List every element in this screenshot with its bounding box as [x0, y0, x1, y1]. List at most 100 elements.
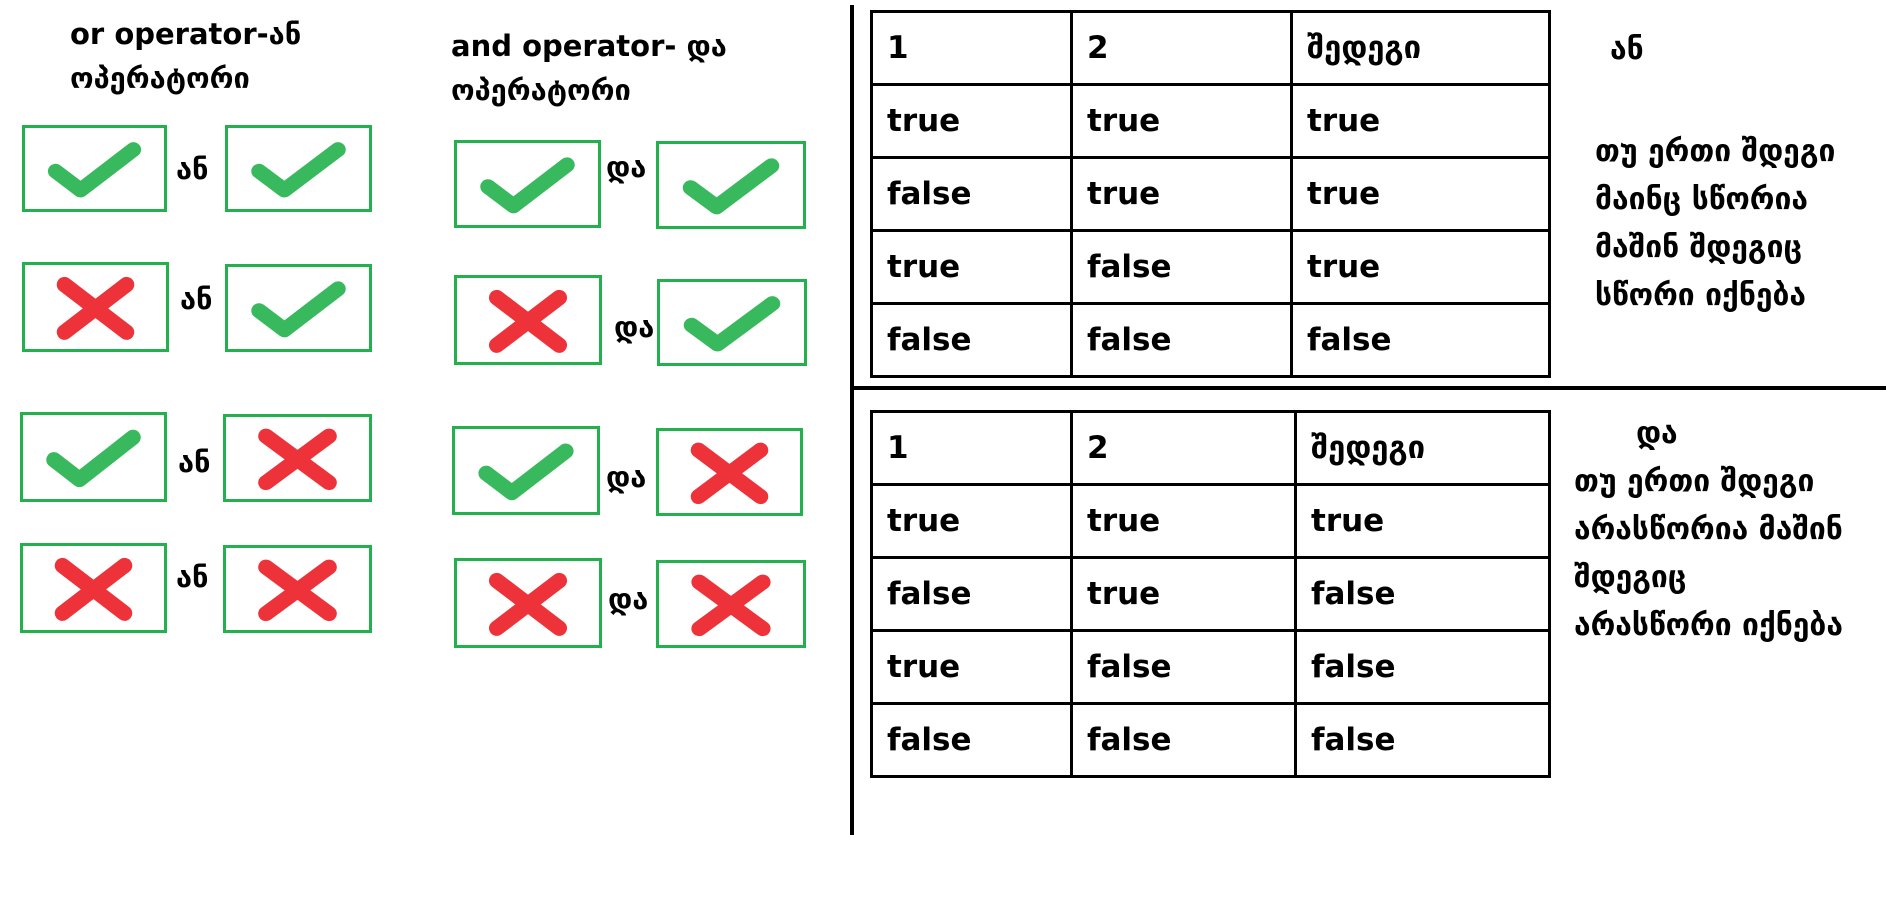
checkmark-icon-stroke: [478, 443, 574, 501]
table-cell: true: [870, 229, 1073, 305]
checkmark-icon: [478, 443, 574, 501]
checkmark-icon: [46, 429, 141, 488]
cross-icon: [258, 428, 337, 491]
cross-icon-stroke: [258, 428, 337, 491]
or-connector: ან: [180, 282, 213, 316]
table-cell: false: [1294, 556, 1551, 632]
header-cell-input2: 2: [1070, 410, 1297, 486]
checkmark-icon-stroke: [683, 296, 781, 352]
or-operator-heading: or operator-ან ოპერატორი: [70, 17, 302, 95]
table-cell: false: [1294, 629, 1551, 705]
and-connector: და: [606, 150, 647, 184]
or-row2-right-check-box: [225, 264, 372, 352]
and-row3-right-cross-box: [656, 428, 803, 516]
checkmark-icon-stroke: [251, 142, 346, 198]
table-cell: true: [1290, 229, 1551, 305]
cross-icon: [488, 572, 568, 636]
table-cell: true: [1070, 483, 1297, 559]
header-cell-input1: 1: [870, 10, 1073, 86]
table-row: true true true: [870, 83, 1551, 159]
header-cell-result: შედეგი: [1294, 410, 1551, 486]
and-connector: და: [608, 582, 649, 616]
table-cell: true: [870, 629, 1073, 705]
table-cell: false: [870, 556, 1073, 632]
table-header-row: 1 2 შედეგი: [870, 410, 1551, 486]
vertical-divider: [850, 5, 854, 835]
or-row3-left-check-box: [20, 412, 167, 502]
cross-icon-stroke: [56, 276, 135, 340]
table-cell: true: [870, 483, 1073, 559]
and-row4-right-cross-box: [656, 560, 806, 648]
cross-icon: [690, 442, 769, 505]
cross-icon: [56, 276, 135, 340]
and-table-title: და: [1636, 416, 1678, 451]
and-row3-left-check-box: [452, 426, 600, 515]
table-cell: true: [1070, 156, 1293, 232]
cross-icon: [258, 559, 337, 622]
horizontal-divider: [850, 386, 1886, 390]
checkmark-icon: [47, 142, 142, 198]
table-row: true false true: [870, 229, 1551, 305]
header-cell-input2: 2: [1070, 10, 1293, 86]
or-row1-right-check-box: [225, 125, 372, 212]
table-cell: false: [1070, 629, 1297, 705]
table-header-row: 1 2 შედეგი: [870, 10, 1551, 86]
and-connector: და: [606, 460, 647, 494]
and-truth-table: 1 2 შედეგი true true true false true fal…: [870, 410, 1551, 778]
checkmark-icon-stroke: [480, 157, 575, 214]
or-table-note: თუ ერთი შდეგი მაინც სწორია მაშინ შდეგიც …: [1595, 134, 1836, 313]
checkmark-icon: [683, 296, 781, 352]
table-cell: false: [1070, 229, 1293, 305]
header-cell-input1: 1: [870, 410, 1073, 486]
checkmark-icon-stroke: [47, 142, 142, 198]
and-row2-left-cross-box: [454, 275, 602, 365]
checkmark-icon-stroke: [251, 281, 346, 338]
table-cell: false: [870, 302, 1073, 378]
and-operator-heading: and operator- და ოპერატორი: [451, 29, 727, 107]
cross-icon: [54, 557, 133, 621]
table-cell: false: [1294, 702, 1551, 778]
or-connector: ან: [176, 560, 209, 594]
cross-icon-stroke: [691, 574, 771, 637]
table-row: true false false: [870, 629, 1551, 705]
and-row1-right-check-box: [656, 141, 806, 229]
or-connector: ან: [176, 152, 209, 186]
header-cell-result: შედეგი: [1290, 10, 1551, 86]
table-cell: true: [1070, 83, 1293, 159]
or-row4-left-cross-box: [20, 543, 167, 633]
table-cell: false: [1070, 702, 1297, 778]
and-row4-left-cross-box: [454, 558, 602, 648]
table-row: false true false: [870, 556, 1551, 632]
table-row: false false false: [870, 702, 1551, 778]
table-cell: false: [870, 156, 1073, 232]
cross-icon-stroke: [258, 559, 337, 622]
table-row: false true true: [870, 156, 1551, 232]
table-cell: true: [870, 83, 1073, 159]
cross-icon-stroke: [54, 557, 133, 621]
or-row4-right-cross-box: [223, 545, 372, 633]
table-cell: false: [870, 702, 1073, 778]
and-table-note: თუ ერთი შდეგი არასწორია მაშინ შდეგიც არა…: [1574, 464, 1843, 643]
cross-icon-stroke: [488, 572, 568, 636]
checkmark-icon-stroke: [46, 429, 141, 488]
or-truth-table: 1 2 შედეგი true true true false true tru…: [870, 10, 1551, 378]
cross-icon: [488, 289, 568, 353]
cross-icon-stroke: [690, 442, 769, 505]
cross-icon: [691, 574, 771, 637]
or-table-title: ან: [1610, 32, 1644, 67]
table-cell: true: [1290, 156, 1551, 232]
table-cell: true: [1070, 556, 1297, 632]
or-row2-left-cross-box: [22, 262, 169, 352]
and-row1-left-check-box: [454, 140, 601, 228]
checkmark-icon: [251, 142, 346, 198]
checkmark-icon-stroke: [682, 158, 780, 215]
checkmark-icon: [682, 158, 780, 215]
or-row1-left-check-box: [22, 125, 167, 212]
table-row: false false false: [870, 302, 1551, 378]
and-row2-right-check-box: [657, 279, 807, 366]
checkmark-icon: [480, 157, 575, 214]
or-connector: ან: [178, 445, 211, 479]
table-cell: false: [1290, 302, 1551, 378]
table-cell: true: [1290, 83, 1551, 159]
and-connector: და: [614, 310, 655, 344]
